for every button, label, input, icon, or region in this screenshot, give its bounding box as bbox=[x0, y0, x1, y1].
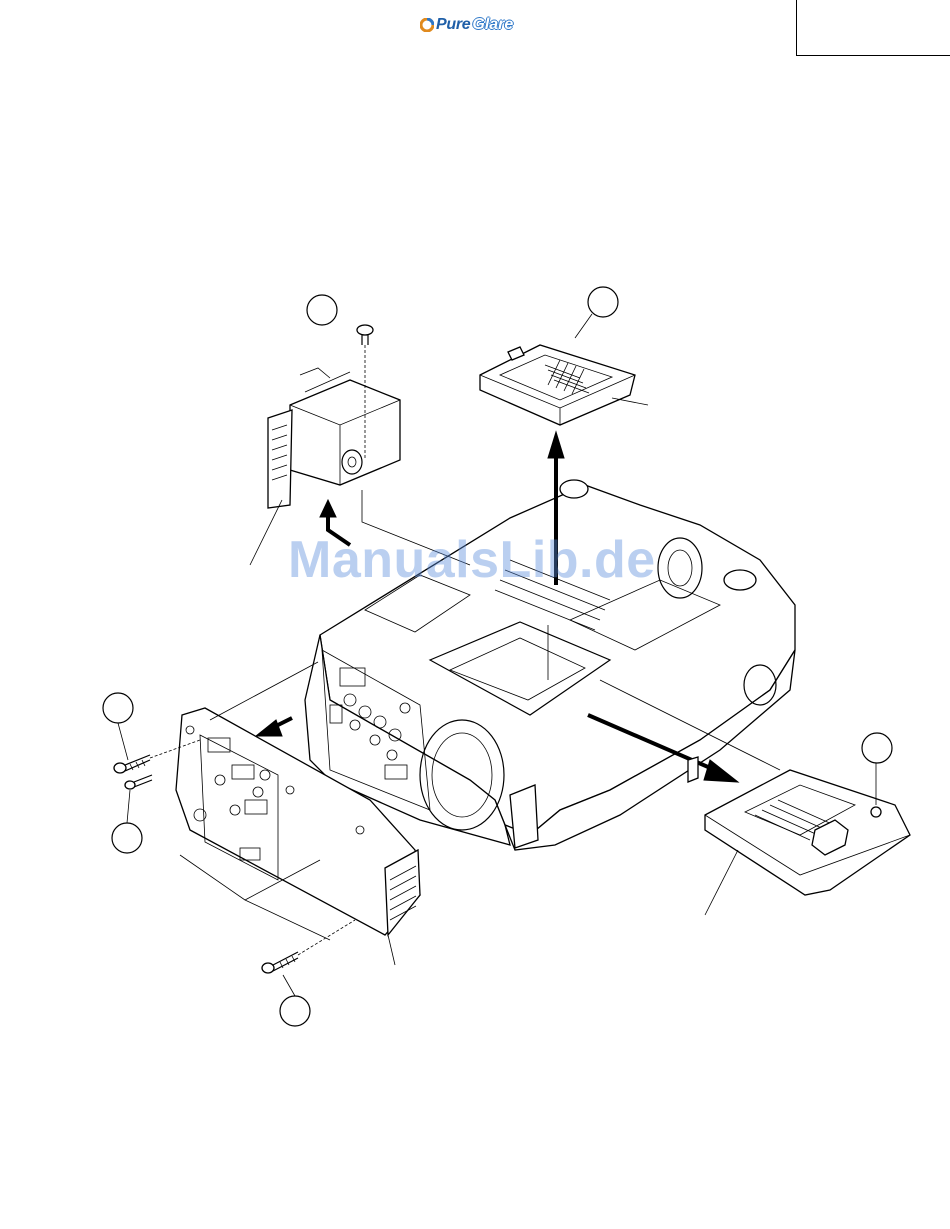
screw-icon bbox=[871, 807, 881, 817]
arrow-icon bbox=[256, 718, 292, 736]
callout-circle-icon bbox=[862, 733, 892, 763]
knob bbox=[724, 570, 756, 590]
callout-circle-icon bbox=[112, 823, 142, 853]
filter-cover bbox=[705, 770, 910, 895]
screw-icon bbox=[125, 775, 152, 789]
lamp-cover bbox=[480, 345, 635, 425]
screw-icon bbox=[114, 755, 150, 773]
callout-circle-icon bbox=[280, 996, 310, 1026]
screw-icon bbox=[357, 325, 373, 345]
callout-circle-icon bbox=[103, 693, 133, 723]
callout-circle-icon bbox=[307, 295, 337, 325]
knob bbox=[560, 480, 588, 498]
lamp-unit bbox=[268, 368, 400, 508]
arrow-icon bbox=[320, 500, 350, 545]
callout-circle-icon bbox=[588, 287, 618, 317]
screw-icon bbox=[262, 952, 298, 973]
projector-body bbox=[305, 480, 795, 850]
